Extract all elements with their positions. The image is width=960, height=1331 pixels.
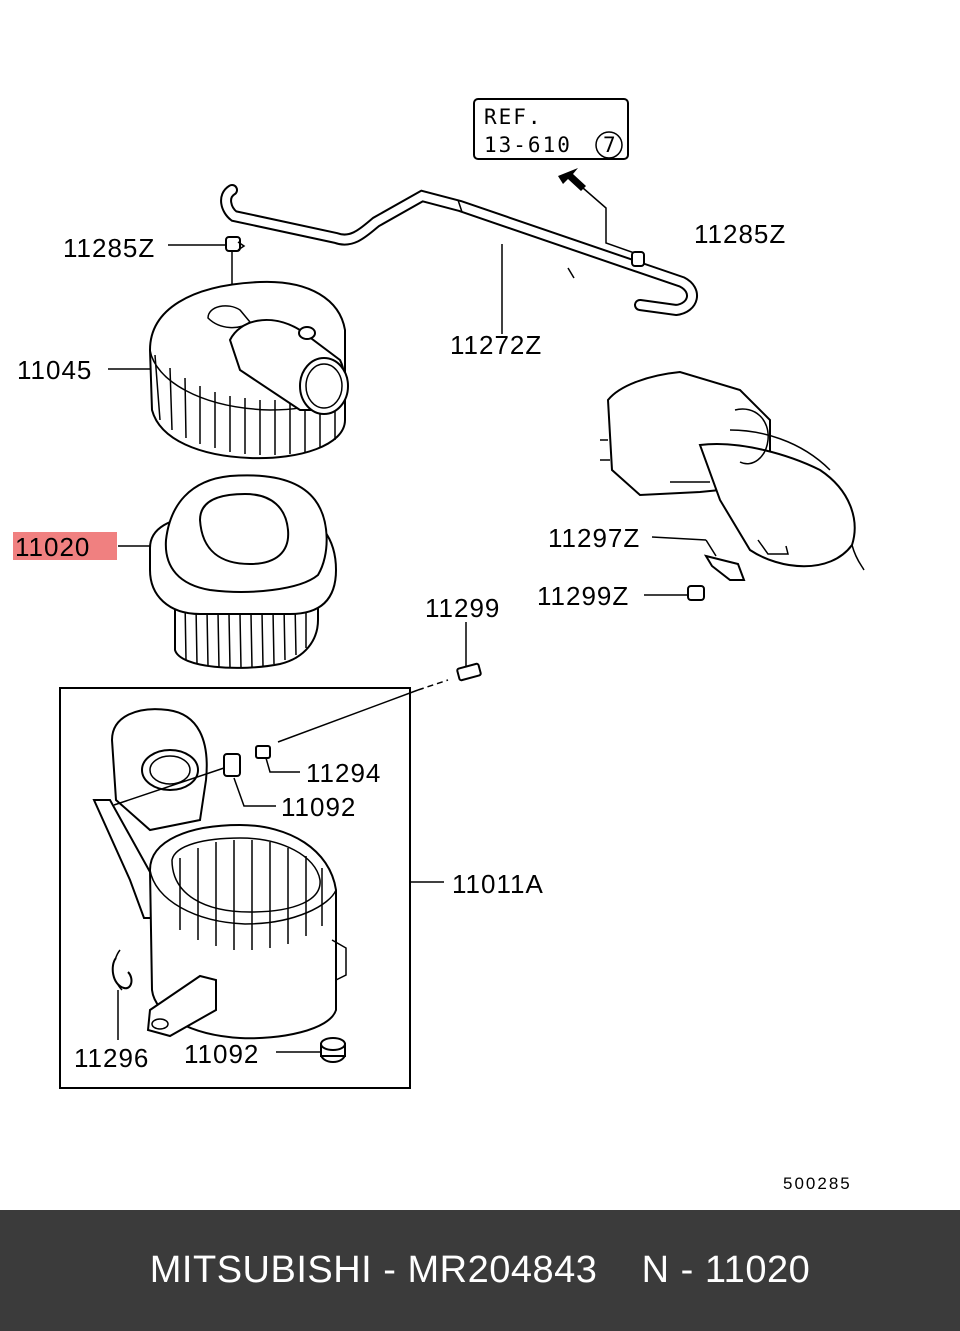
highlight-11020 [13, 532, 117, 560]
label-11299z: 11299Z [537, 581, 629, 611]
intake-assembly-reference [600, 370, 865, 571]
part-11294 [255, 689, 419, 773]
label-11294: 11294 [306, 758, 381, 788]
label-11272z: 11272Z [450, 330, 542, 360]
ref-circle-number: 7 [603, 133, 618, 157]
air-cleaner-case [92, 708, 347, 1040]
label-11011a: 11011A [452, 869, 544, 899]
label-11092-lower: 11092 [184, 1039, 259, 1069]
case-frame [59, 687, 411, 1089]
part-number: MR204843 [407, 1249, 598, 1291]
air-cleaner-cover [148, 280, 349, 460]
clip-11296 [111, 957, 133, 1040]
label-11092-upper: 11092 [281, 792, 356, 822]
separator: - [372, 1249, 408, 1291]
part-info-bar: MITSUBISHI - MR204843 N - 11020 [0, 1210, 960, 1331]
bolt-11299 [417, 622, 482, 691]
label-11297z: 11297Z [548, 523, 640, 553]
label-11020: 11020 [15, 532, 90, 562]
label-11285z-right: 11285Z [694, 219, 786, 249]
label-11299: 11299 [425, 593, 500, 623]
grommet-11092-lower [276, 1037, 346, 1063]
hose-11272z [220, 184, 698, 317]
ref-arrow-icon [558, 168, 641, 256]
brand-name: MITSUBISHI [149, 1249, 373, 1291]
label-11296: 11296 [74, 1043, 149, 1073]
bolt-11299z [644, 585, 705, 601]
reference-box: REF. 13-610 7 [473, 98, 629, 160]
drawing-code: 500285 [783, 1174, 852, 1193]
bracket-11297z [651, 536, 746, 581]
label-11045: 11045 [17, 355, 92, 385]
label-11285z-left: 11285Z [63, 233, 155, 263]
part-11092-upper [113, 753, 276, 807]
air-filter-element [149, 474, 338, 669]
parts-diagram: REF. 13-610 7 [13, 98, 865, 1193]
ref-line1: REF. [484, 105, 543, 129]
ref-line2: 13-610 [484, 133, 572, 157]
gap [597, 1249, 641, 1292]
diagram-position: N - 11020 [641, 1249, 811, 1291]
